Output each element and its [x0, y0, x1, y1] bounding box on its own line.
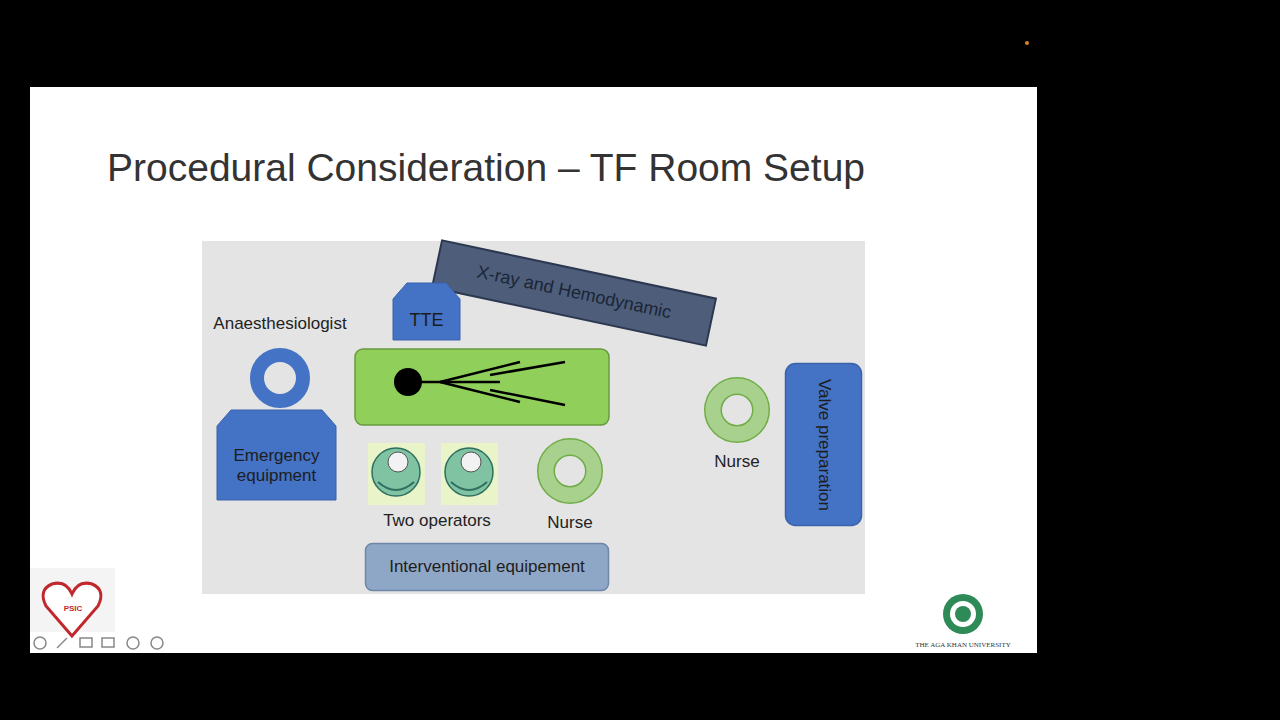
equipment-box: TTE	[393, 283, 460, 340]
equipment-box: Interventional equipement	[365, 543, 609, 591]
node-label: Nurse	[714, 452, 759, 472]
equipment-box: Valve preparation	[785, 363, 862, 526]
slide-title: Procedural Consideration – TF Room Setup	[107, 146, 865, 190]
staff-circle: Nurse	[697, 376, 777, 472]
logo-text: PSIC	[58, 604, 88, 613]
node-label: Nurse	[547, 513, 592, 533]
node-label: Valve preparation	[813, 379, 833, 511]
node-label: Interventional equipement	[389, 557, 585, 577]
role-label: Two operators	[368, 511, 506, 531]
node-label: Anaesthesiologist	[213, 314, 346, 334]
institution-name: THE AGA KHAN UNIVERSITY	[898, 641, 1028, 649]
node-label: Emergency equipment	[221, 446, 332, 487]
staff-circle: Nurse	[530, 437, 610, 533]
equipment-box: Emergency equipment	[217, 410, 336, 500]
staff-circle: Anaesthesiologist	[198, 314, 362, 410]
node-label: TTE	[410, 310, 444, 332]
